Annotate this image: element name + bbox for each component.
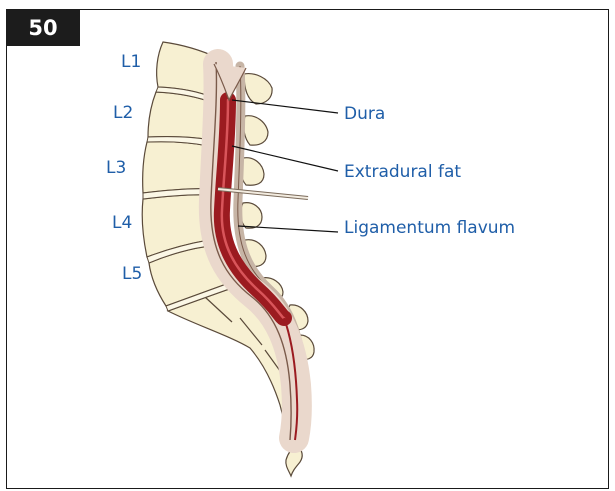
level-label-l3: L3 bbox=[106, 158, 126, 178]
level-label-l5: L5 bbox=[122, 264, 142, 284]
spinous-process-l3 bbox=[241, 158, 264, 186]
label-dura: Dura bbox=[344, 104, 385, 124]
level-label-l1: L1 bbox=[121, 52, 141, 72]
level-label-l2: L2 bbox=[113, 103, 133, 123]
spinous-process-l1 bbox=[244, 74, 272, 104]
leader-line-dura bbox=[232, 100, 338, 113]
label-extradural-fat: Extradural fat bbox=[344, 162, 461, 182]
spinous-process-l4 bbox=[241, 203, 262, 229]
level-label-l4: L4 bbox=[112, 213, 132, 233]
leader-line-ligamentum-flavum bbox=[238, 226, 338, 232]
label-ligamentum-flavum: Ligamentum flavum bbox=[344, 218, 515, 238]
spinous-process-l2 bbox=[244, 116, 268, 145]
needle bbox=[218, 189, 308, 198]
vertebral-body-l3 bbox=[143, 142, 209, 193]
